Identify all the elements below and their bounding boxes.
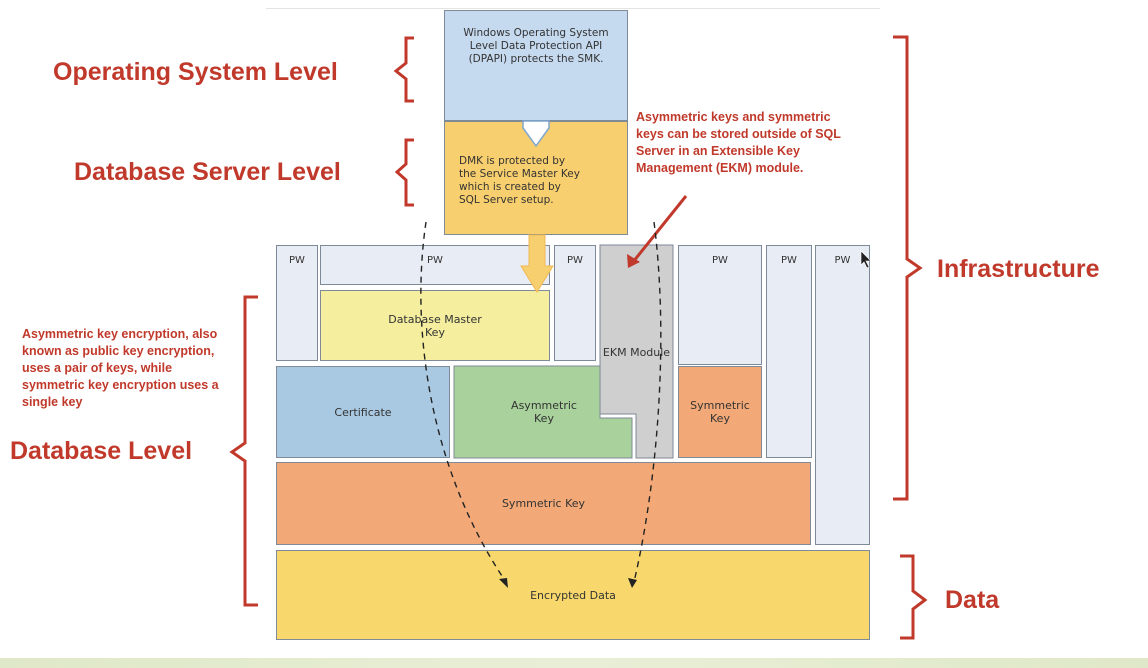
database-master-key-box: Database Master Key (320, 290, 550, 361)
pw-label: PW (289, 255, 305, 266)
database-level-bracket (229, 295, 258, 607)
symmetric-key-box: Symmetric Key (276, 462, 811, 545)
pw-box-2: PW (320, 245, 550, 285)
pw-box-1: PW (276, 245, 318, 361)
os-level-bracket (393, 36, 414, 103)
bottom-taskbar-strip (0, 658, 1148, 668)
certificate-label: Certificate (334, 405, 392, 419)
dashed-curve-left-head (499, 578, 508, 588)
os-dpapi-box: Windows Operating System Level Data Prot… (444, 10, 628, 121)
pw-label: PW (712, 255, 728, 266)
server-level-label: Database Server Level (74, 158, 341, 186)
os-down-arrow (522, 120, 550, 148)
asymmetric-key-label-wrap: Asymmetric Key (503, 395, 585, 429)
server-level-bracket (394, 138, 414, 207)
pw-label: PW (834, 255, 851, 266)
pw-label: PW (781, 255, 797, 266)
symmetric-key-small-box: Symmetric Key (678, 366, 762, 458)
ekm-pointer-head (627, 254, 640, 268)
ekm-pointer-line (631, 195, 688, 263)
dashed-curve-right-head (628, 578, 637, 588)
dashed-curve-left (420, 221, 507, 583)
data-label: Data (945, 586, 1000, 614)
database-level-label: Database Level (10, 437, 193, 465)
symmetric-key-small-label: Symmetric Key (690, 399, 750, 425)
asymmetric-key-label: Asymmetric Key (511, 399, 577, 425)
server-smk-text: DMK is protected by the Service Master K… (459, 155, 580, 206)
encrypted-data-box: Encrypted Data (276, 550, 870, 640)
os-dpapi-text: Windows Operating System Level Data Prot… (463, 27, 609, 65)
infrastructure-label: Infrastructure (937, 255, 1100, 283)
pw-box-3: PW (554, 245, 596, 361)
pw-box-5: PW (766, 245, 812, 458)
dashed-curve-right (633, 221, 662, 583)
ekm-module-label-wrap: EKM Module (600, 335, 673, 369)
database-master-key-label: Database Master Key (388, 312, 482, 339)
asymmetric-note: Asymmetric key encryption, also known as… (22, 327, 219, 409)
server-down-arrow (520, 234, 554, 293)
pw-label: PW (427, 255, 443, 266)
top-divider (266, 8, 880, 9)
encrypted-data-label: Encrypted Data (530, 588, 616, 602)
os-level-label: Operating System Level (53, 58, 338, 86)
data-bracket (900, 554, 928, 640)
ekm-module-shape (599, 244, 674, 459)
mouse-cursor-icon (860, 250, 872, 269)
ekm-note: Asymmetric keys and symmetric keys can b… (636, 110, 841, 175)
pw-box-6: PW (815, 245, 870, 545)
pw-box-4: PW (678, 245, 762, 365)
certificate-box: Certificate (276, 366, 450, 458)
pw-label: PW (567, 255, 583, 266)
infrastructure-bracket (893, 35, 923, 501)
ekm-module-label: EKM Module (602, 345, 671, 359)
symmetric-key-label: Symmetric Key (501, 497, 586, 510)
